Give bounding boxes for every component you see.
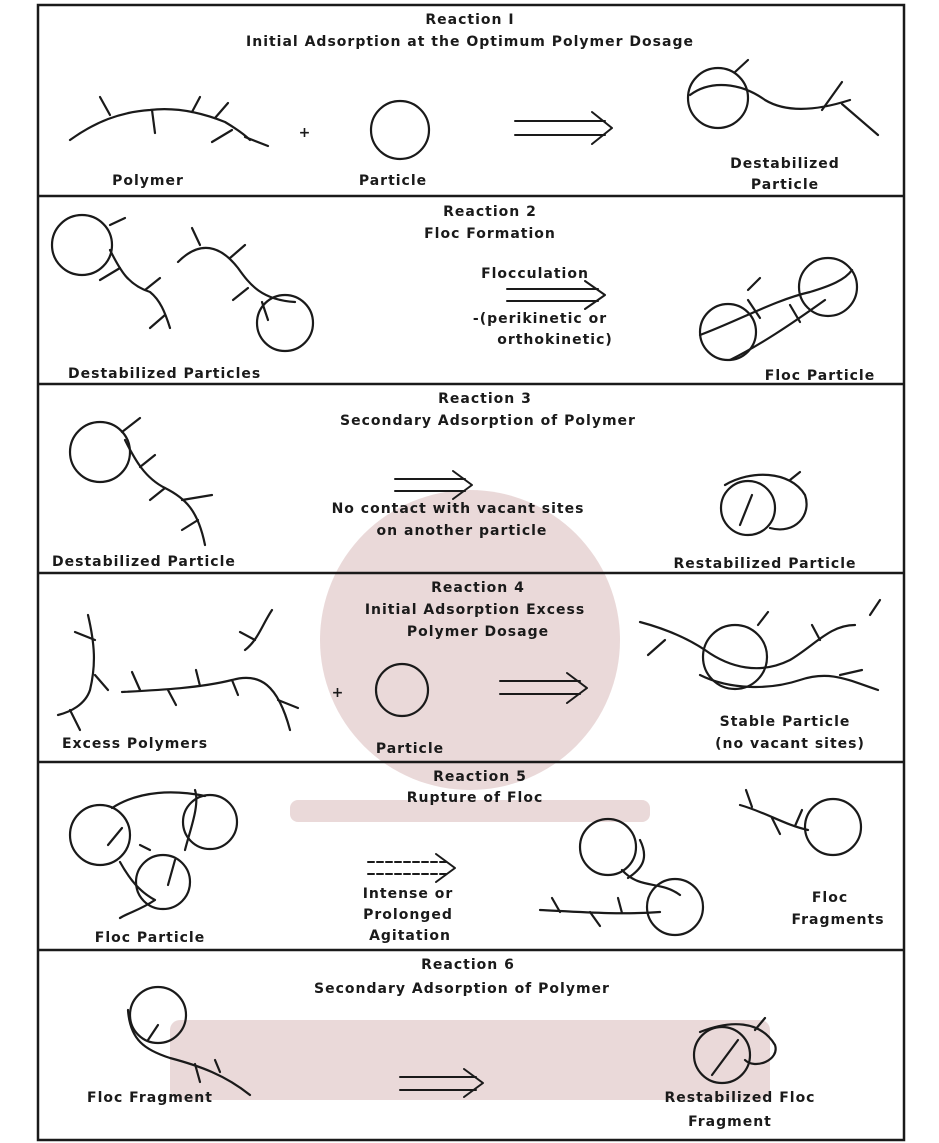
restabilized-particle-3 bbox=[721, 472, 807, 535]
reaction-5-arrow-text-2: Prolonged bbox=[363, 907, 453, 923]
reaction-3-arrow-text-1: No contact with vacant sites bbox=[332, 501, 585, 517]
reaction-5-right-label-line-1: Floc bbox=[812, 890, 848, 906]
reaction-1-subtitle: Initial Adsorption at the Optimum Polyme… bbox=[246, 34, 694, 50]
reaction-6-right-label-line-2: Fragment bbox=[688, 1114, 772, 1130]
reaction-5-left-label: Floc Particle bbox=[95, 930, 205, 946]
reaction-1-middle-label: Particle bbox=[359, 173, 427, 189]
reaction-3-title: Reaction 3 bbox=[438, 391, 532, 407]
destabilized-particle-3 bbox=[70, 418, 212, 545]
reaction-4-middle-label: Particle bbox=[376, 741, 444, 757]
stable-particle-4 bbox=[640, 600, 880, 690]
reaction-5-subtitle: Rupture of Floc bbox=[407, 790, 544, 806]
reaction-6-right-label-line-1: Restabilized Floc bbox=[665, 1090, 816, 1106]
reaction-2-arrow-text-2: -(perikinetic or bbox=[473, 311, 607, 327]
reaction-2-arrow-text-3: orthokinetic) bbox=[497, 332, 613, 348]
plus-sign-1: + bbox=[299, 125, 312, 141]
floc-particle-5 bbox=[70, 790, 237, 918]
reaction-2-right-label: Floc Particle bbox=[765, 368, 875, 384]
reaction-4-right-label-line-1: Stable Particle bbox=[720, 714, 851, 730]
reaction-6-subtitle: Secondary Adsorption of Polymer bbox=[314, 981, 610, 997]
reaction-arrow-2 bbox=[507, 281, 605, 309]
reaction-4-title: Reaction 4 bbox=[431, 580, 525, 596]
reaction-5-title: Reaction 5 bbox=[433, 769, 527, 785]
reaction-6-title: Reaction 6 bbox=[421, 957, 515, 973]
reaction-arrow-1 bbox=[515, 112, 612, 144]
reaction-2-panel: Reaction 2 Floc Formation Flocculation -… bbox=[52, 204, 875, 384]
reaction-arrow-5 bbox=[368, 854, 455, 882]
floc-particle-2 bbox=[700, 258, 857, 360]
reaction-3-arrow-text-2: on another particle bbox=[377, 523, 548, 539]
excess-polymers-4 bbox=[58, 610, 298, 730]
destabilized-particles-2 bbox=[52, 215, 313, 351]
reaction-5-arrow-text-1: Intense or bbox=[363, 886, 454, 902]
reaction-2-title: Reaction 2 bbox=[443, 204, 537, 220]
reaction-5-panel: Reaction 5 Rupture of Floc Intense or Pr… bbox=[70, 769, 885, 946]
plus-sign-4: + bbox=[332, 685, 345, 701]
reaction-4-right-label-line-2: (no vacant sites) bbox=[715, 736, 865, 752]
reaction-2-left-label: Destabilized Particles bbox=[68, 366, 261, 382]
reaction-2-subtitle: Floc Formation bbox=[424, 226, 556, 242]
particle-1 bbox=[371, 101, 429, 159]
reaction-1-panel: Reaction I Initial Adsorption at the Opt… bbox=[70, 12, 878, 193]
destabilized-particle-1 bbox=[688, 60, 878, 135]
reaction-6-left-label: Floc Fragment bbox=[87, 1090, 213, 1106]
reaction-1-right-label-line-2: Particle bbox=[751, 177, 819, 193]
reaction-3-right-label: Restabilized Particle bbox=[673, 556, 856, 572]
reaction-1-left-label: Polymer bbox=[112, 173, 184, 189]
reaction-3-subtitle: Secondary Adsorption of Polymer bbox=[340, 413, 636, 429]
reaction-4-left-label: Excess Polymers bbox=[62, 736, 208, 752]
reaction-4-subtitle-line-2: Polymer Dosage bbox=[407, 624, 549, 640]
reaction-2-arrow-text-1: Flocculation bbox=[481, 266, 589, 282]
reaction-3-left-label: Destabilized Particle bbox=[52, 554, 236, 570]
reaction-5-right-label-line-2: Fragments bbox=[791, 912, 884, 928]
reaction-1-right-label-line-1: Destabilized bbox=[730, 156, 840, 172]
reaction-4-subtitle-line-1: Initial Adsorption Excess bbox=[365, 602, 585, 618]
polymer-chain-1 bbox=[70, 97, 268, 146]
reaction-5-arrow-text-3: Agitation bbox=[369, 928, 451, 944]
reaction-1-title: Reaction I bbox=[425, 12, 514, 28]
